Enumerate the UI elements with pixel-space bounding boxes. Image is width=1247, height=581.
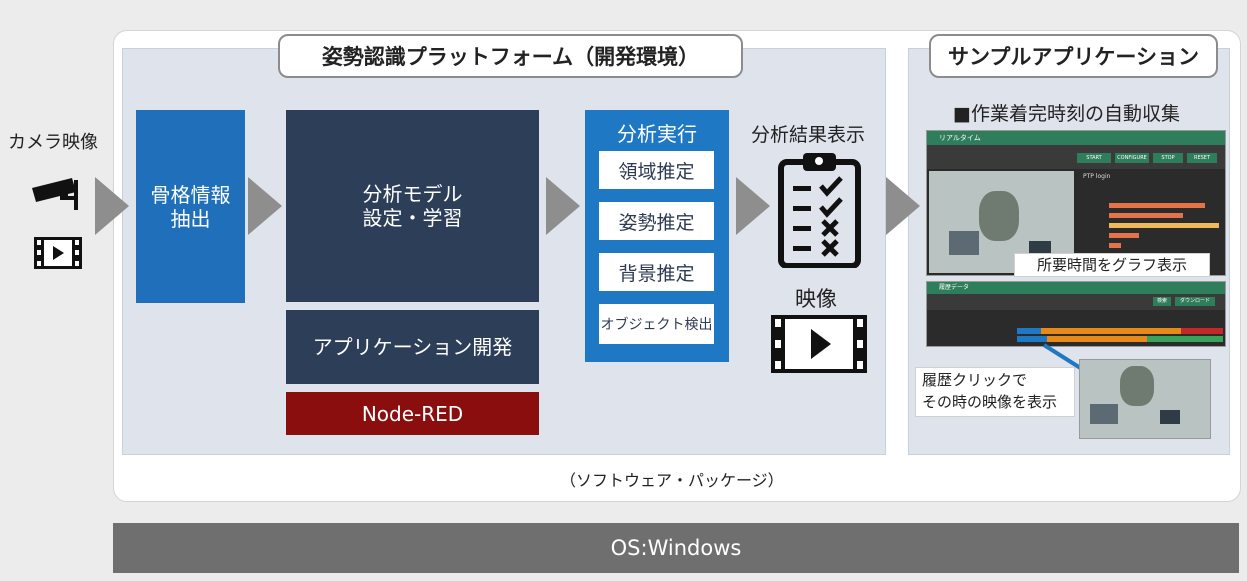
node-red-label: Node-RED xyxy=(361,401,464,426)
analysis-model-box: 分析モデル 設定・学習 xyxy=(286,110,539,302)
download-button[interactable]: ダウンロード xyxy=(1175,297,1215,306)
sample-app-title: サンプルアプリケーション xyxy=(929,34,1218,78)
history-video-screenshot xyxy=(1079,359,1211,439)
analysis-execution-box: 分析実行 領域推定 姿勢推定 背景推定 オブジェクト検出 xyxy=(585,110,729,362)
history-callout: 履歴クリックで その時の映像を表示 xyxy=(915,367,1075,417)
region-estimation-item: 領域推定 xyxy=(599,151,714,189)
graph-callout: 所要時間をグラフ表示 xyxy=(1014,253,1210,277)
configure-button[interactable]: CONFIGURE xyxy=(1115,153,1149,163)
skeleton-extraction-label: 骨格情報 抽出 xyxy=(150,182,231,231)
reset-button[interactable]: RESET xyxy=(1187,153,1217,163)
sample-subtitle: ■作業着完時刻の自動収集 xyxy=(953,103,1180,125)
video-label: 映像 xyxy=(795,287,837,311)
skeleton-extraction-box: 骨格情報 抽出 xyxy=(136,110,245,303)
app-development-label: アプリケーション開発 xyxy=(312,335,513,359)
video-file-icon xyxy=(33,236,83,270)
os-bar: OS:Windows xyxy=(113,523,1239,573)
flow-arrow-icon xyxy=(248,177,282,235)
package-label: （ソフトウェア・パッケージ） xyxy=(560,471,784,490)
search-button[interactable]: 検索 xyxy=(1153,297,1171,306)
object-detection-item: オブジェクト検出 xyxy=(599,304,714,344)
security-camera-icon xyxy=(30,174,92,218)
chart-label: PTP login xyxy=(1083,173,1111,180)
node-red-box: Node-RED xyxy=(286,392,539,435)
history-screenshot: 履歴データ 検索 ダウンロード xyxy=(926,281,1226,347)
flow-arrow-icon xyxy=(886,177,920,235)
platform-title: 姿勢認識プラットフォーム（開発環境） xyxy=(278,34,743,78)
stop-button[interactable]: STOP xyxy=(1153,153,1183,163)
realtime-header: リアルタイム xyxy=(927,131,1225,145)
flow-arrow-icon xyxy=(546,177,580,235)
play-video-icon xyxy=(771,315,867,373)
clipboard-checklist-icon xyxy=(777,150,862,269)
camera-label: カメラ映像 xyxy=(8,132,98,153)
connector-line xyxy=(1040,343,1090,373)
flow-arrow-icon xyxy=(95,177,129,235)
result-display-label: 分析結果表示 xyxy=(751,124,866,146)
os-label: OS:Windows xyxy=(610,536,742,560)
flow-arrow-icon xyxy=(736,177,770,235)
app-development-box: アプリケーション開発 xyxy=(286,310,539,384)
pose-estimation-item: 姿勢推定 xyxy=(599,202,714,240)
realtime-screenshot: リアルタイム START CONFIGURE STOP RESET PTP lo… xyxy=(926,130,1226,276)
history-header: 履歴データ xyxy=(927,282,1225,294)
background-estimation-item: 背景推定 xyxy=(599,253,714,291)
analysis-model-label: 分析モデル 設定・学習 xyxy=(362,182,463,230)
start-button[interactable]: START xyxy=(1077,153,1111,163)
analysis-execution-title: 分析実行 xyxy=(617,122,697,146)
